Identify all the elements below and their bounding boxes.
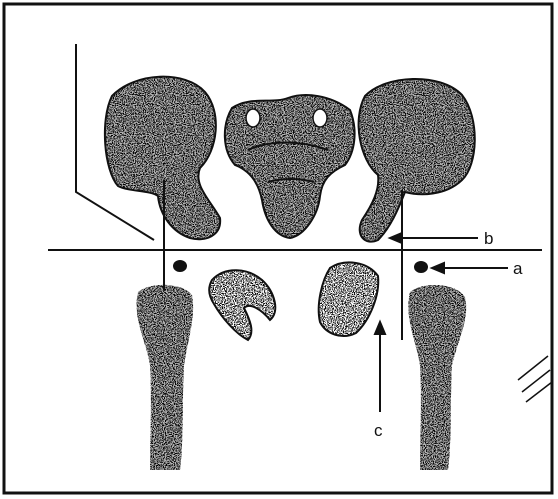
- right-ossification-dot: [414, 261, 428, 273]
- label-b: b: [484, 229, 493, 248]
- figure-frame: [4, 4, 552, 493]
- label-c: c: [374, 421, 383, 440]
- left-ossification-dot: [173, 260, 187, 272]
- label-a: a: [513, 259, 523, 278]
